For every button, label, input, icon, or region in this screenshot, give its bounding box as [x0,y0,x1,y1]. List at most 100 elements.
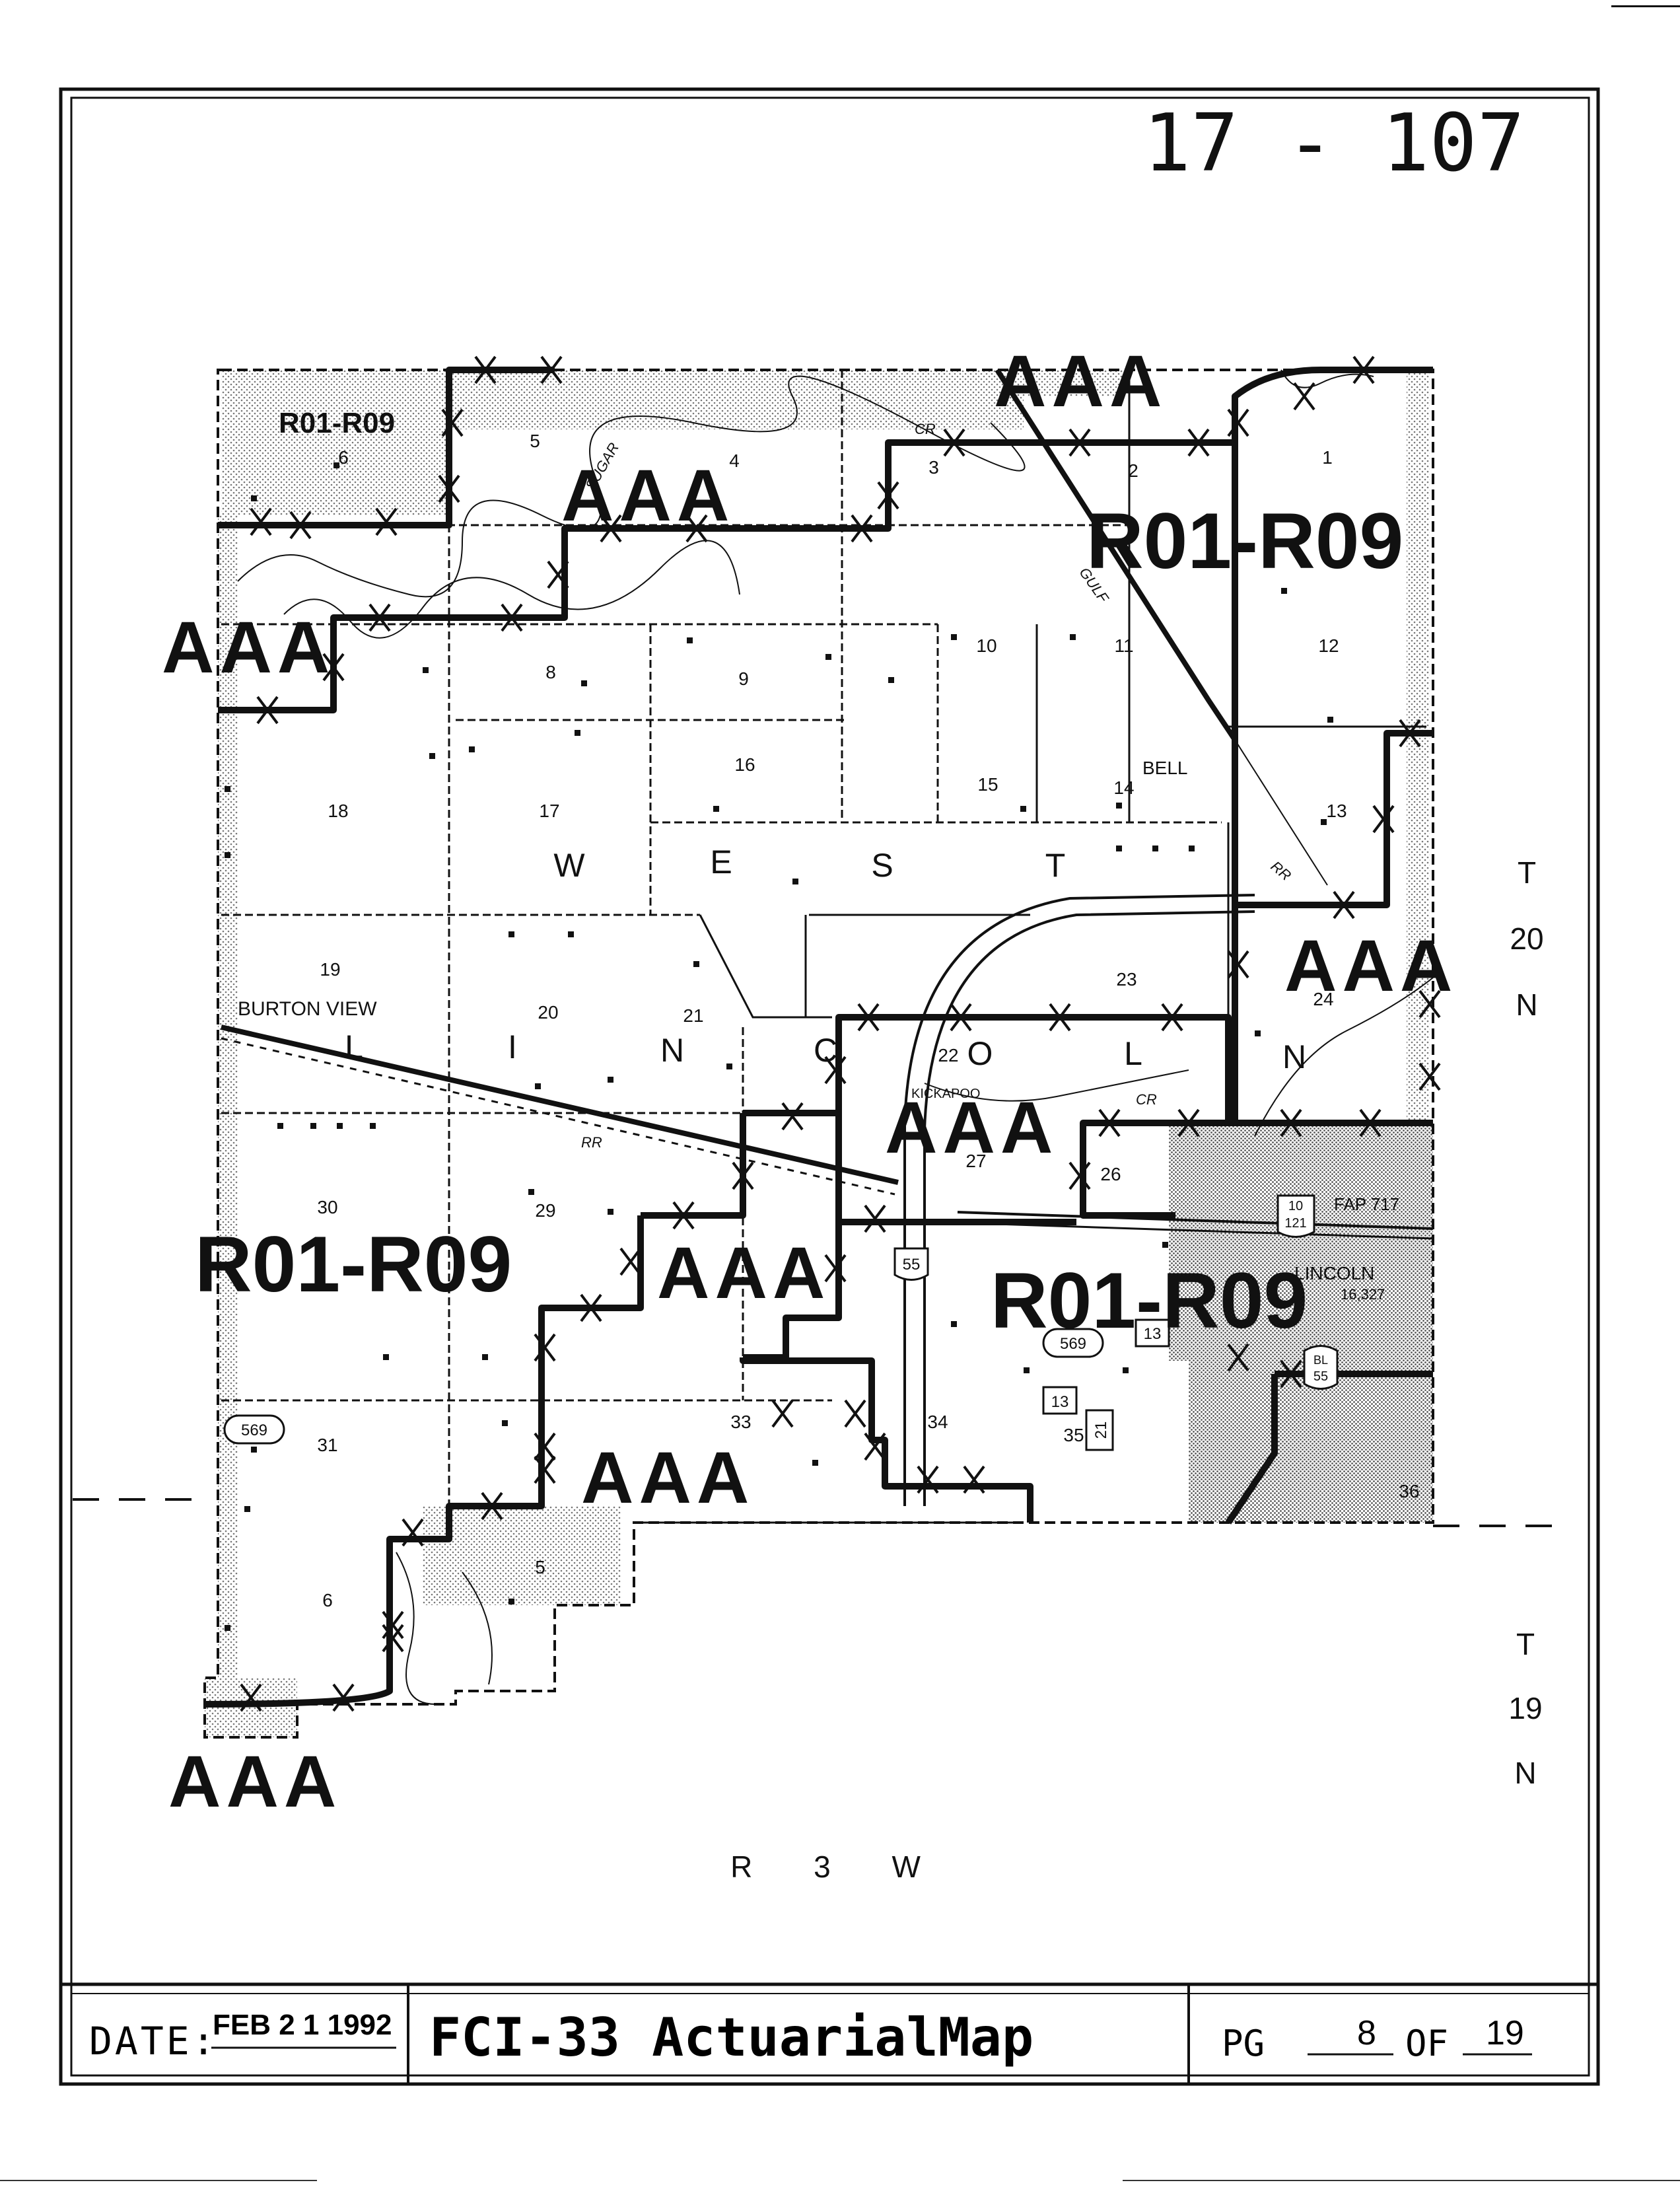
section-number: 24 [1313,989,1333,1009]
township-letter: N [660,1032,684,1069]
section-number: 27 [965,1151,986,1171]
rating-label-aaa: AAA [168,1741,341,1822]
rating-label-aaa: AAA [162,607,335,688]
section-number: 5 [535,1557,545,1577]
rating-label-r01-r09: R01-R09 [1086,497,1403,585]
rating-label-aaa: AAA [994,341,1167,422]
map-body: 6 5 4 3 2 1 8 9 10 11 12 18 17 16 15 14 … [73,341,1552,1822]
section-numbers: 6 5 4 3 2 1 8 9 10 11 12 18 17 16 15 14 … [317,431,1419,1610]
section-number: 11 [1114,635,1133,656]
section-number: 10 [976,635,997,656]
section-number: 30 [317,1197,337,1217]
place-kickapoo: KICKAPOO [911,1087,980,1101]
page-label: PG [1222,2023,1265,2064]
structure-marks [225,462,1333,1631]
township-range-labels: T 20 N T 19 N R 3 W [730,855,1543,1884]
map-title: FCI-33 ActuarialMap [429,2007,1033,2068]
section-number: 26 [1100,1164,1121,1184]
township-letter: L [1124,1035,1142,1072]
interstate-shield [893,1247,929,1281]
label-railroad: RR [581,1134,602,1151]
rating-boundaries [204,367,1433,1708]
label-fap-717: FAP 717 [1334,1194,1399,1214]
place-burton-view: BURTON VIEW [238,998,377,1020]
township-letter: C [814,1032,837,1069]
map-number: 17 - 107 [1143,98,1525,190]
place-bell: BELL [1142,758,1188,778]
route-box-13-north [1135,1318,1170,1348]
township-letter: N [1282,1038,1306,1075]
section-number: 15 [977,774,998,795]
shield-label: 55 [903,1256,921,1274]
rating-label-r01-r09: R01-R09 [195,1220,512,1309]
section-number: 17 [539,801,559,821]
section-number: 1 [1322,447,1333,468]
section-number: 6 [338,447,349,468]
road-shield-labels: 55 569 569 10 121 BL 55 13 13 21 [241,1199,1328,1439]
shield-label: 13 [1144,1325,1162,1343]
township-n: N [1516,988,1537,1022]
township-letter: W [553,847,585,884]
scan-edge-line [1123,2180,1680,2181]
section-number: 16 [734,754,755,775]
range-label: R 3 W [730,1850,947,1884]
rating-label-r01-r09: R01-R09 [991,1256,1308,1345]
footer: DATE: FEB 2 1 1992 FCI-33 ActuarialMap P… [61,1982,1598,2084]
rating-label-aaa: AAA [885,1087,1058,1169]
section-number: 9 [738,668,749,689]
label-creek-east: CR [1136,1091,1157,1108]
section-number: 35 [1063,1425,1084,1445]
page-current: 8 [1357,2014,1376,2052]
route-shield-569-west [223,1414,285,1445]
rating-label-aaa: AAA [1284,925,1457,1007]
date-label: DATE: [89,2019,218,2064]
township-letter: L [345,1028,363,1065]
section-number: 23 [1116,969,1137,990]
shield-label: 13 [1051,1393,1069,1411]
township-letter: O [967,1035,993,1072]
section-number: 36 [1399,1481,1419,1501]
section-number: 21 [683,1005,703,1026]
label-creek: CR [915,421,936,437]
section-number: 6 [322,1590,333,1610]
rating-label-aaa: AAA [657,1233,830,1314]
business-loop-shield [1303,1345,1339,1390]
rating-label-aaa: AAA [581,1437,754,1519]
place-lincoln: LINCOLN [1294,1263,1374,1283]
section-number: 19 [320,959,340,980]
stipple-area-west [218,515,238,1678]
section-number: 20 [538,1002,558,1023]
section-number: 4 [729,450,740,471]
scan-edge-line [0,2180,317,2181]
inner-border [70,96,1590,2077]
section-number: 31 [317,1435,337,1455]
label-railroad-ne: RR [1268,858,1294,884]
place-lincoln-population: 16,327 [1341,1286,1385,1303]
us-shield [1277,1194,1315,1238]
road-shields [223,1194,1339,1451]
section-number: 34 [927,1412,948,1432]
section-number: 5 [530,431,540,451]
stipple-area-sw [205,1678,297,1737]
r01-r09-labels: R01-R09 R01-R09 R01-R09 R01-R09 [195,407,1403,1345]
shield-label: 569 [241,1422,267,1439]
date-value: FEB 2 1 1992 [213,2009,392,2041]
stipple-area-nw [221,370,449,515]
page-total: 19 [1486,2014,1524,2052]
rating-label-aaa: AAA [561,455,734,536]
shield-label: 121 [1284,1216,1306,1231]
boundary-x-marks [240,355,1441,1712]
section-number: 2 [1128,460,1138,481]
section-number: 13 [1326,801,1347,821]
township-letter: T [1045,847,1066,884]
section-number: 3 [928,457,939,478]
section-number: 14 [1113,777,1134,798]
highway-fap717 [957,1211,1434,1230]
township-n: N [1514,1756,1536,1790]
shield-label: BL [1313,1353,1328,1367]
railroad-line [221,1025,899,1196]
section-number: 22 [938,1045,958,1065]
shield-label: 55 [1313,1369,1328,1384]
shield-label: 569 [1060,1335,1086,1353]
